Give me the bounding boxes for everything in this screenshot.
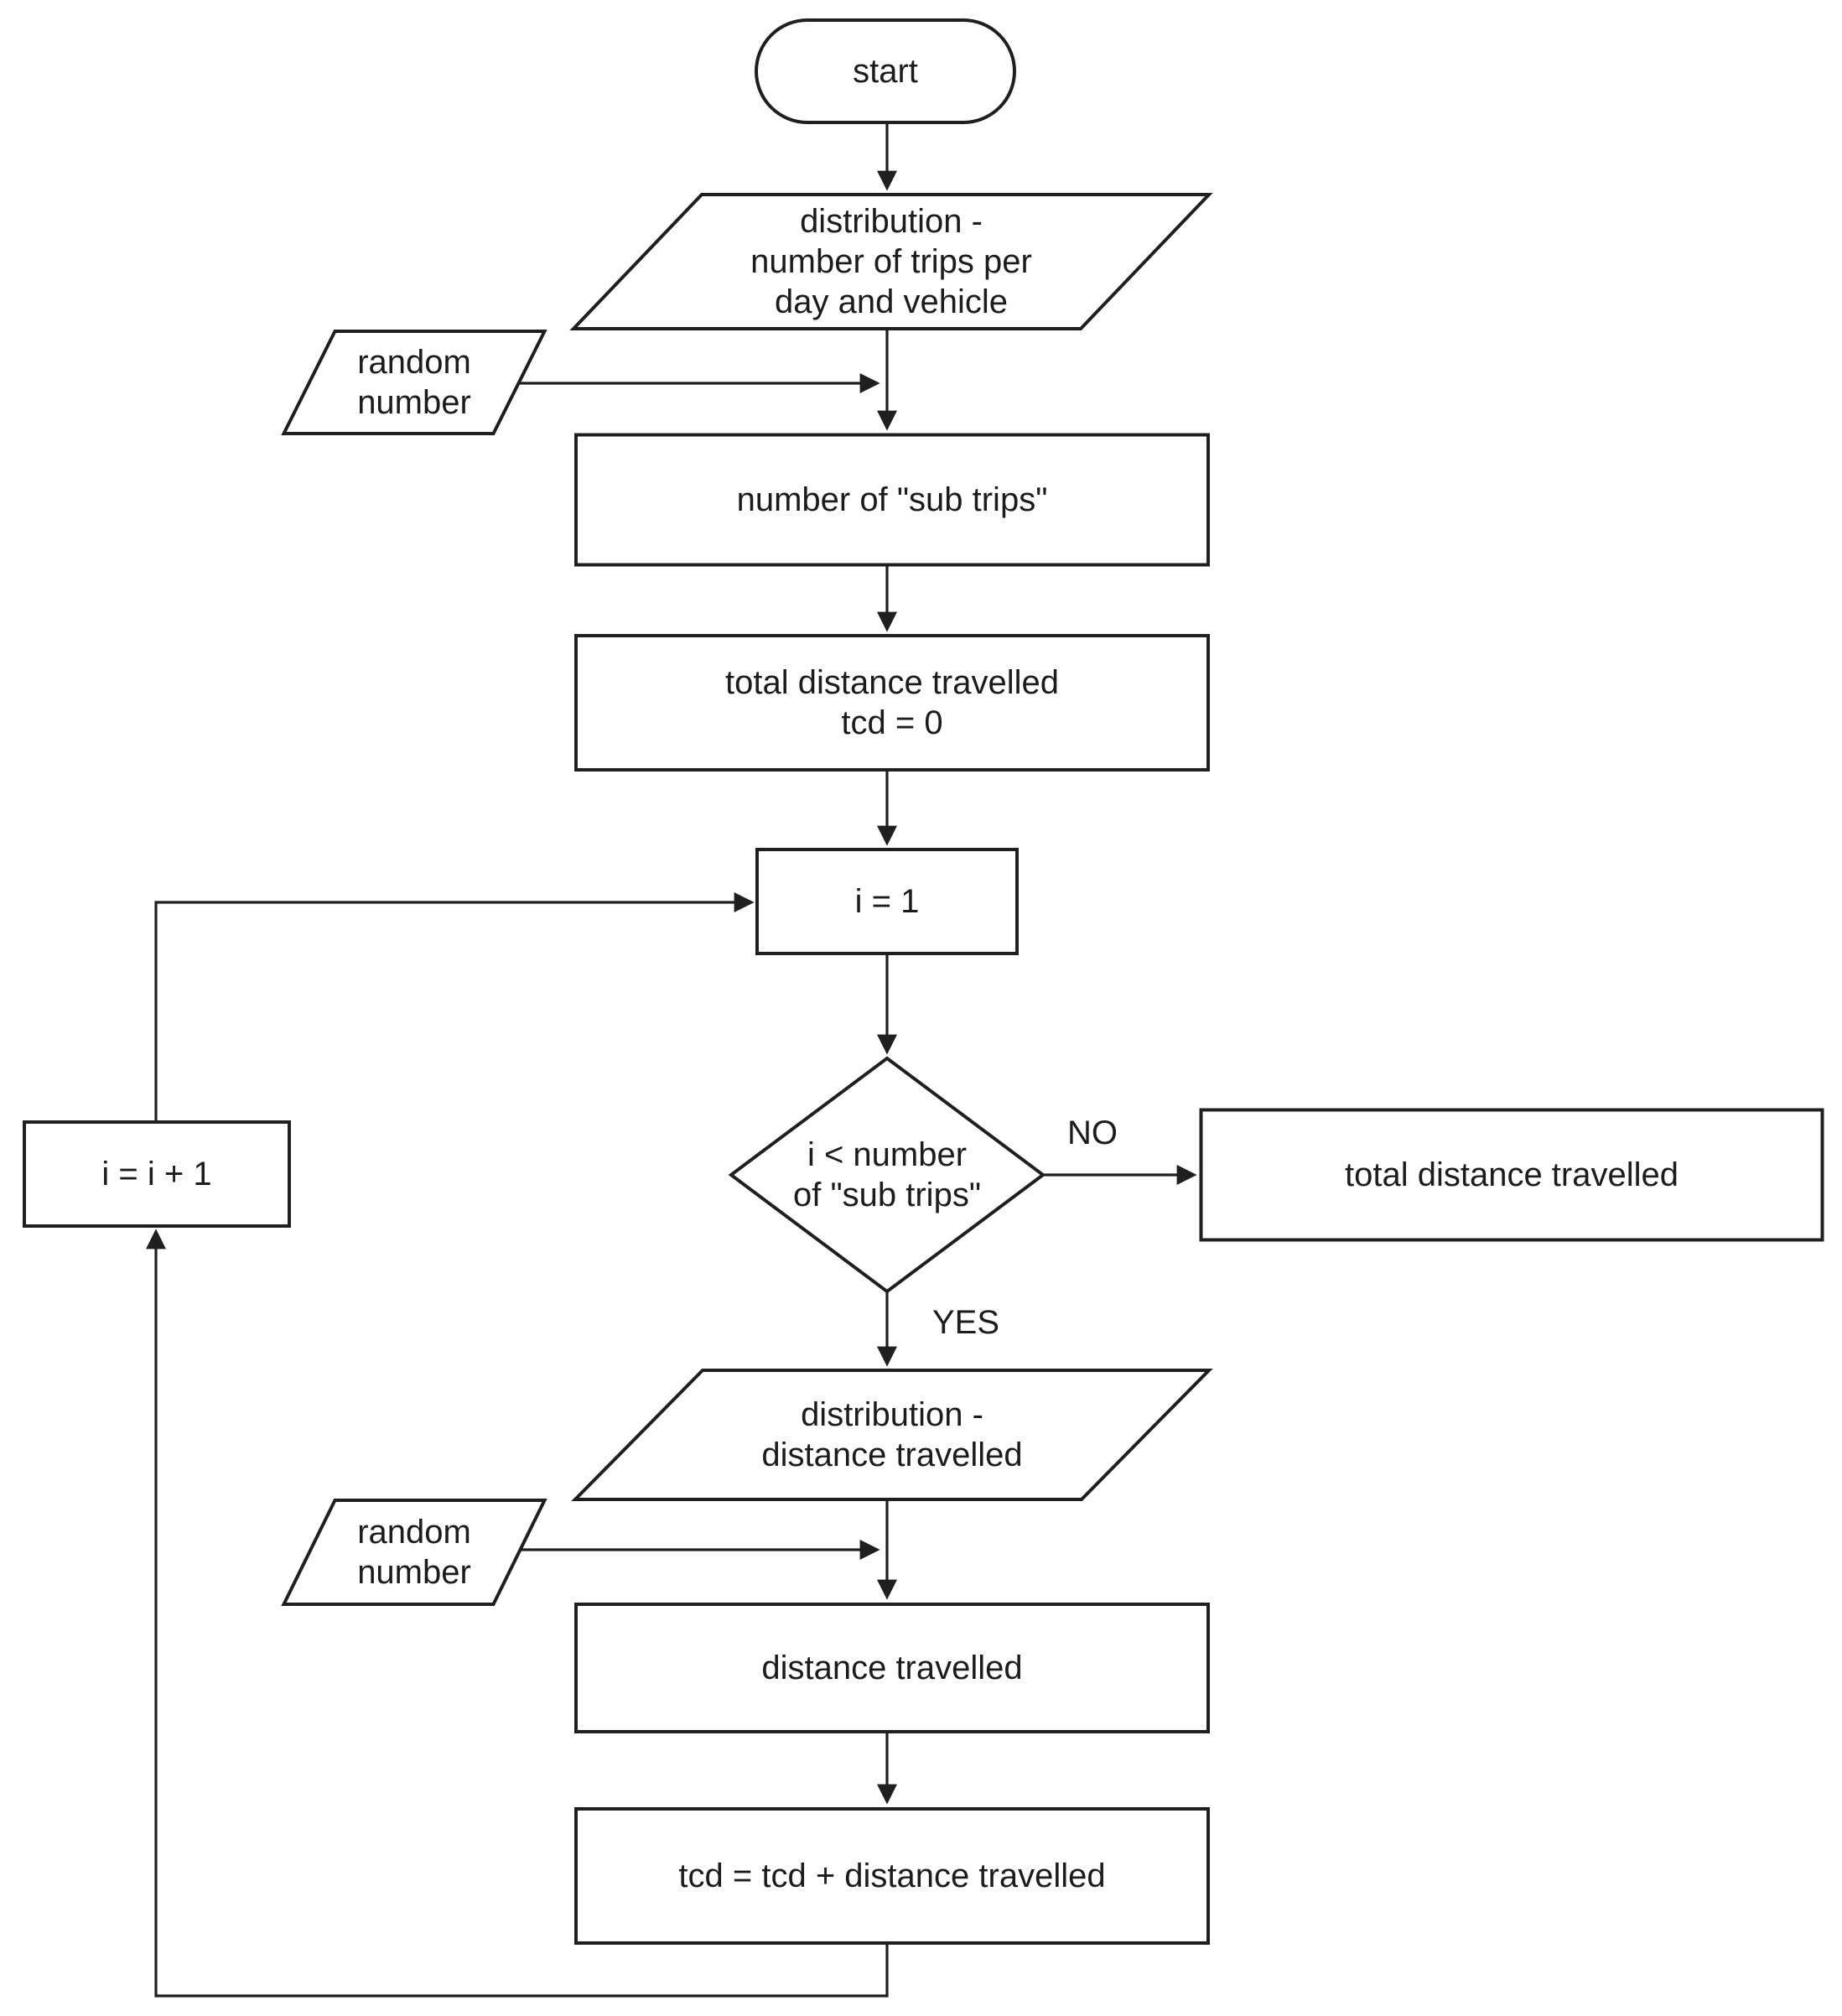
process-shape (23, 1120, 291, 1228)
process-shape (574, 634, 1210, 772)
branch-label-no: NO (1067, 1115, 1118, 1151)
process-shape (574, 1603, 1210, 1733)
data-shape (281, 1499, 547, 1606)
node-label-line: day and vehicle (775, 283, 1008, 320)
node-label-line: number of trips per (750, 243, 1032, 280)
node-label-line: tcd = 0 (841, 704, 942, 741)
process-shape (755, 848, 1019, 955)
branch-label-yes: YES (932, 1304, 999, 1341)
node-label-line: random (357, 344, 471, 381)
data-shape (569, 193, 1213, 330)
node-label-line: number (357, 384, 471, 421)
node-i-init: i = 1 (755, 848, 1019, 955)
node-label: i = 1 (855, 883, 920, 920)
node-i-increment: i = i + 1 (23, 1120, 291, 1228)
node-label-line: i = i + 1 (101, 1156, 211, 1192)
node-label-line: distance travelled (761, 1650, 1022, 1686)
process-shape (574, 433, 1210, 567)
node-label-line: number of "sub trips" (737, 481, 1048, 518)
node-label: tcd = tcd + distance travelled (678, 1858, 1105, 1894)
process-shape (574, 1807, 1210, 1945)
node-label-line: distribution - (801, 1396, 983, 1433)
decision-shape (728, 1056, 1046, 1294)
node-label-line: distance travelled (761, 1437, 1022, 1473)
node-distribution-distance: distribution - distance travelled (571, 1369, 1213, 1501)
node-decision-sub-trips: i < number of "sub trips" (728, 1056, 1046, 1294)
process-shape (1199, 1108, 1824, 1242)
terminator-shape (755, 18, 1016, 124)
node-label: start (853, 53, 918, 90)
node-total-distance-output: total distance travelled (1199, 1108, 1824, 1242)
node-label-line: of "sub trips" (793, 1177, 981, 1213)
node-label-line: i = 1 (855, 883, 920, 920)
node-label: i = i + 1 (101, 1156, 211, 1192)
node-label: total distance travelled (1345, 1156, 1679, 1193)
node-label: i < number of "sub trips" (793, 1136, 981, 1213)
node-label: number of "sub trips" (737, 481, 1048, 518)
data-shape (571, 1369, 1213, 1501)
node-label: distribution - distance travelled (761, 1396, 1022, 1473)
node-label-line: tcd = tcd + distance travelled (678, 1858, 1105, 1894)
node-number-of-sub-trips: number of "sub trips" (574, 433, 1210, 567)
node-label-line: random (357, 1514, 471, 1551)
node-label-line: distribution - (800, 203, 983, 240)
node-start: start (755, 18, 1016, 124)
edge-tcdupdate-loop-to-increment (146, 1229, 889, 1998)
node-label-line: start (853, 53, 918, 90)
node-label-line: total distance travelled (725, 664, 1059, 701)
node-label-line: number (357, 1554, 471, 1591)
edge-increment-loop-to-iinit (154, 892, 755, 1122)
data-shape (281, 330, 547, 435)
node-label-line: i < number (807, 1136, 967, 1173)
node-label-line: total distance travelled (1345, 1156, 1679, 1193)
node-distance-travelled: distance travelled (574, 1603, 1210, 1733)
node-label: distance travelled (761, 1650, 1022, 1686)
node-tcd-update: tcd = tcd + distance travelled (574, 1807, 1210, 1945)
